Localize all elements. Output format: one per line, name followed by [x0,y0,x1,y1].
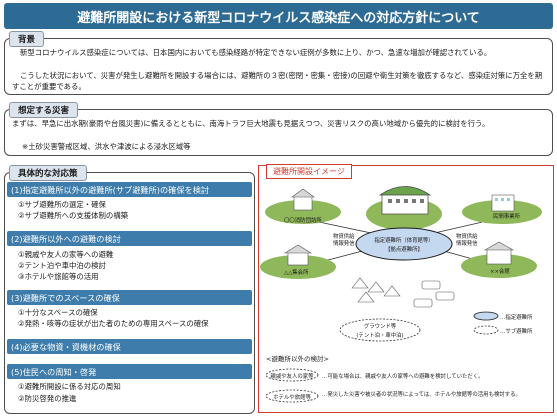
legend-sub: …サブ避難所 [500,329,533,335]
supply-left: 物資供給 情報発信 [333,234,355,247]
disaster-note: ※土砂災害警戒区域、洪水や津波による浸水区域等 [22,142,191,151]
image-tag: 避難所開設イメージ [266,164,352,179]
background-paragraph-2: こうした状況において、災害が発生し避難所を開設する場合には、避難所の３密(密閉・… [12,71,543,91]
background-section [4,38,553,95]
measure-item-2-3: ③ホテルや旅館等の活用 [18,272,99,281]
measure-item-1-1: ①サブ避難所の選定・確保 [18,200,106,209]
measure-item-2-1: ①親戚や友人の家等への避難 [18,250,114,259]
background-tag: 背景 [9,31,45,47]
measure-item-1-2: ②サブ避難所への支援体制の構築 [18,211,129,220]
measure-head-3: (3)避難所でのスペースの確保 [7,290,252,305]
legend-main: …指定避難所 [500,315,533,321]
measure-item-3-2: ②発熱・咳等の症状が出た者のための専用スペースの確保 [18,319,209,328]
measure-item-5-2: ②防災啓発の推進 [18,394,77,403]
ground-label: グラウンド等 [363,324,397,330]
sub-label-hall: △△集会所 [284,270,309,276]
measure-head-2: (2)避難所以外への避難の検討 [7,231,252,246]
disaster-section [4,109,553,156]
sub-label-fire: 〇〇消防団詰所 [284,218,322,224]
center-label-1: 指定避難所（体育館等） [374,238,434,244]
measure-head-1: (1)指定避難所以外の避難所(サブ避難所)の確保を検討 [7,182,252,197]
measure-item-2-2: ②テント泊や車中泊の検討 [18,261,106,270]
sub-label-kaikan: ××会館 [490,269,510,275]
measure-item-5-1: ①避難所開設に係る対応の周知 [18,382,121,391]
background-paragraph-1: 新型コロナウイルス感染症については、日本国内においても感染経路が特定できない症例… [20,48,492,57]
sub-label-private: 民間事業所 [493,214,520,220]
outside-1-label: 親戚や友人の家等 [270,374,314,380]
measure-head-5: (5)住民への周知・啓発 [7,364,252,379]
measure-head-4: (4)必要な物資・資機材の確保 [7,339,252,354]
image-frame [258,165,554,413]
outside-title: <避難所以外の検討> [266,355,329,363]
page-title: 避難所開設における新型コロナウイルス感染症への対応方針について [4,3,553,29]
disaster-tag: 想定する災害 [9,102,79,118]
disaster-paragraph: まずは、早急に出水期(豪雨や台風災害)に備えるとともに、南海トラフ巨大地震も見据… [12,119,490,128]
measure-item-3-1: ①十分なスペースの確保 [18,308,98,317]
outside-1-desc: …可能な場合は、親戚や友人の家等への避難を検討していただく。 [322,374,484,380]
measures-tag: 具体的な対応策 [9,165,87,181]
outside-2-desc: …発災した災害や被災者の状況等によっては、ホテルや旅館等の活用も検討する。 [322,392,521,398]
ground-sub-label: (テント泊・車中泊) [356,333,404,339]
outside-2-label: ホテルや旅館等 [273,395,311,401]
center-label-2: 【拠点避難所】 [385,247,423,253]
supply-right: 物資供給 情報発信 [456,234,478,247]
